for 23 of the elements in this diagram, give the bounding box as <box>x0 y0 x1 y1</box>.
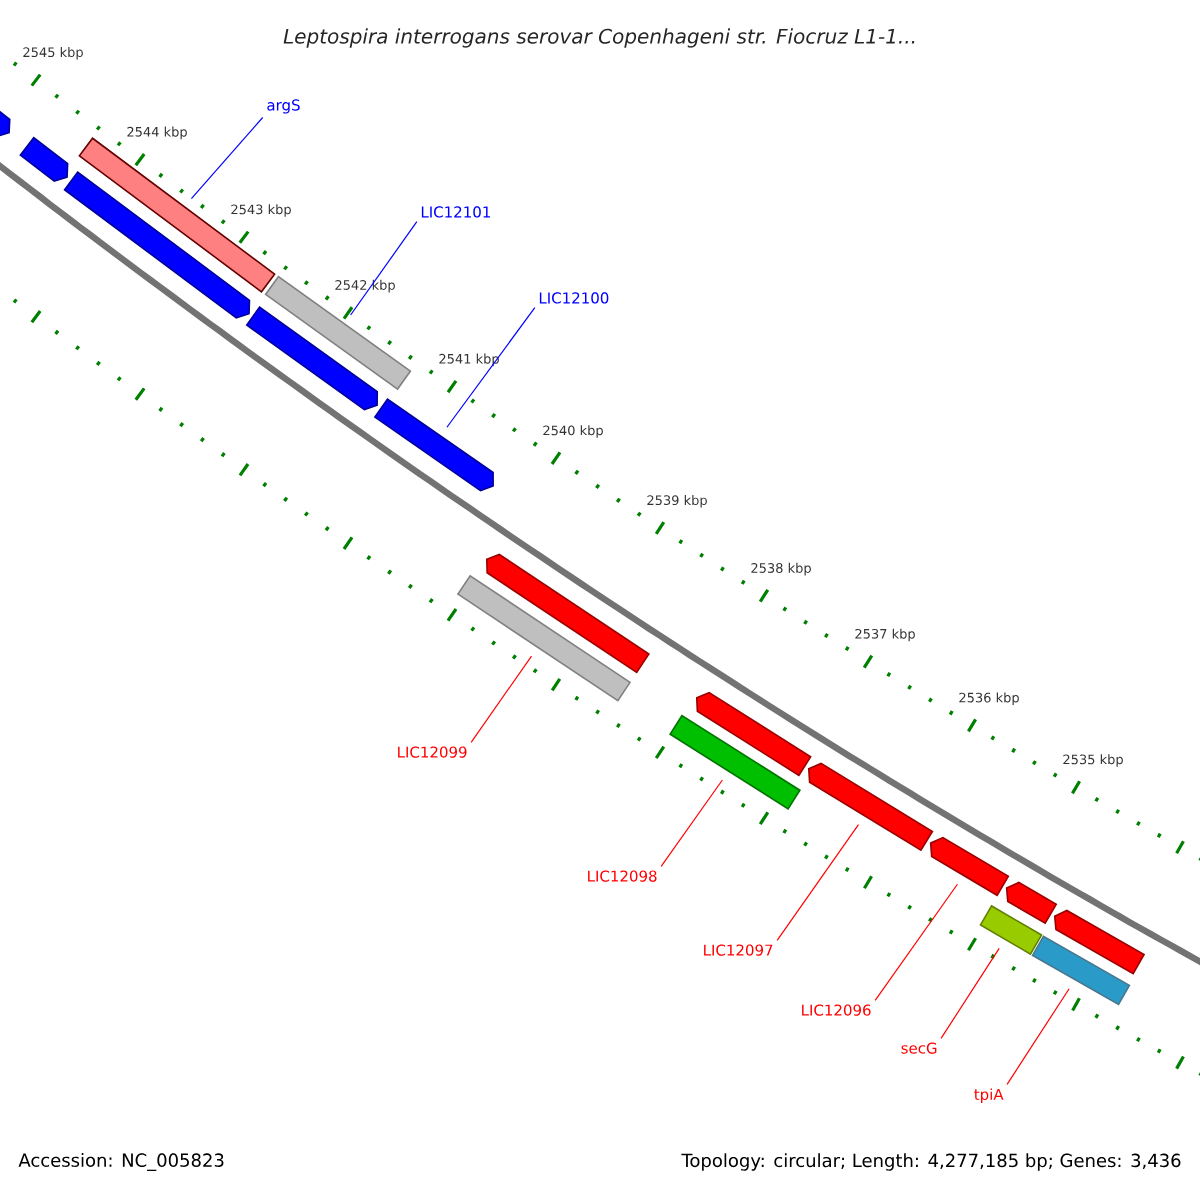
gene-bar <box>1005 881 1058 925</box>
footer-text: Accession: NC_005823 <box>18 1153 224 1171</box>
gene-bar <box>695 691 812 777</box>
leader-line <box>874 883 958 1001</box>
gene-bar <box>807 762 934 852</box>
gene-bar <box>1031 935 1131 1006</box>
leader-line <box>1006 988 1070 1085</box>
leader-line <box>446 307 536 428</box>
gene-bar <box>373 397 494 492</box>
title: Leptospira interrogans serovar Copenhageni str. Fiocruz L1-1... <box>283 28 915 48</box>
footer-text: Topology: circular; Length: 4,277,185 bp; Genes: 3,436 <box>681 1153 1181 1171</box>
gene-bar <box>19 136 69 182</box>
leader-line <box>350 221 418 316</box>
gene-bar <box>1053 909 1146 975</box>
gene-bar <box>245 306 379 411</box>
leader-line <box>776 824 860 941</box>
gene-bar <box>486 553 650 674</box>
leader-line <box>660 779 723 867</box>
leader-line <box>470 655 533 743</box>
leader-line <box>940 947 1000 1039</box>
gene-bar <box>669 714 801 810</box>
leader-line <box>190 116 264 200</box>
gene-bar <box>929 836 1010 897</box>
